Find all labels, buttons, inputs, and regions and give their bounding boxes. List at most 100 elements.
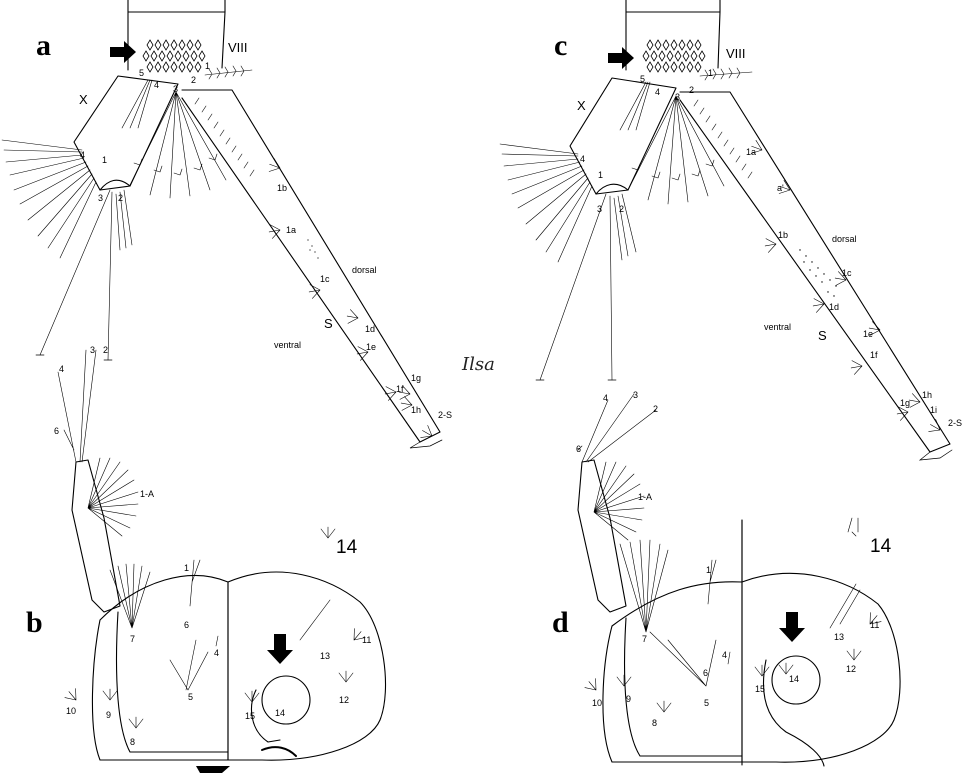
head-capsule-b	[91, 575, 229, 761]
label-d-1a: 1-A	[638, 492, 652, 502]
head-ventral-b	[227, 571, 387, 761]
panel-label-a: a	[36, 29, 51, 62]
label-a-x2: 2	[118, 193, 123, 203]
label-c-1b: 1b	[778, 230, 788, 240]
seta-1-plumose-c	[699, 67, 753, 81]
ventral-brush-c	[499, 143, 593, 263]
siphon-label-c: S	[818, 328, 827, 343]
label-b-h14-large: 14	[336, 537, 358, 558]
label-c-4: 4	[655, 87, 660, 97]
dorsal-label-c: dorsal	[832, 234, 857, 244]
label-a-1h: 1h	[411, 405, 421, 415]
label-c-1: 1	[708, 68, 713, 78]
label-b-h1: 1	[184, 563, 189, 573]
panel-label-b: b	[26, 606, 43, 639]
segment-viii-label-c: VIII	[726, 46, 746, 61]
caudal-setae-a	[39, 189, 133, 361]
seta-1a-fan-b	[87, 457, 139, 537]
head-ventral-d	[741, 572, 901, 763]
antenna-outline-b	[71, 459, 121, 613]
dorsal-label-a: dorsal	[352, 265, 377, 275]
pecten-spines-c	[693, 99, 753, 179]
label-a-x3: 3	[98, 193, 103, 203]
label-a-4: 4	[154, 80, 159, 90]
label-a-1c: 1c	[320, 274, 330, 284]
label-d-h14-large: 14	[870, 536, 892, 557]
label-d-h4: 4	[722, 650, 727, 660]
panel-d-drawing	[577, 393, 901, 767]
label-b-1a: 1-A	[140, 489, 154, 499]
label-b-h5: 5	[188, 692, 193, 702]
siphon-stipple-c	[799, 249, 837, 297]
arrow-head-b	[267, 634, 293, 664]
label-c-3: 3	[675, 92, 680, 102]
seta-3-dendritic-a	[129, 91, 227, 199]
label-d-3: 3	[633, 390, 638, 400]
label-a-1a: 1a	[286, 225, 296, 235]
panel-c-drawing	[499, 0, 953, 461]
label-c-1f: 1f	[870, 350, 878, 360]
label-c-1d: 1d	[829, 302, 839, 312]
ventral-label-a: ventral	[274, 340, 301, 350]
label-a-1b: 1b	[277, 183, 287, 193]
label-b-h14: 14	[275, 708, 285, 718]
caudal-setae-c	[539, 193, 637, 381]
label-d-4: 4	[603, 393, 608, 403]
label-a-2s: 2-S	[438, 410, 452, 420]
siphon-label-a: S	[324, 316, 333, 331]
label-a-5: 5	[139, 68, 144, 78]
label-b-3: 3	[90, 345, 95, 355]
label-c-1h: 1h	[922, 390, 932, 400]
label-b-4: 4	[59, 364, 64, 374]
label-d-h9: 9	[626, 694, 631, 704]
label-c-1g: 1g	[900, 398, 910, 408]
segment-x-outline-a	[73, 75, 179, 191]
head-capsule-d	[602, 519, 743, 763]
arrow-head-d	[779, 612, 805, 642]
panel-b-drawing	[57, 349, 387, 773]
label-d-h1: 1	[706, 565, 711, 575]
label-a-2: 2	[191, 75, 196, 85]
label-a-1f: 1f	[396, 384, 404, 394]
label-d-h15: 15	[755, 684, 765, 694]
label-a-1g: 1g	[411, 373, 421, 383]
comb-scales-a	[142, 39, 206, 73]
panel-label-d: d	[552, 606, 569, 639]
label-c-1a: 1a	[746, 147, 756, 157]
label-d-h7: 7	[642, 634, 647, 644]
label-c-1e: 1e	[863, 329, 873, 339]
label-c-x4: 4	[580, 154, 585, 164]
seta-7-fan-d	[619, 539, 669, 633]
segment-x-outline-c	[569, 77, 677, 195]
antenna-outline-d	[577, 459, 627, 613]
label-b-h11: 11	[362, 635, 371, 645]
arrow-comb-c	[608, 47, 634, 69]
arrow-comb-a	[110, 41, 136, 63]
seta-1a-fan-d	[593, 461, 645, 541]
label-d-h14: 14	[789, 674, 799, 684]
label-d-h8: 8	[652, 718, 657, 728]
label-d-h13: 13	[834, 632, 844, 642]
ventral-label-c: ventral	[764, 322, 791, 332]
label-b-h4: 4	[214, 648, 219, 658]
label-d-h5: 5	[704, 698, 709, 708]
label-d-h11: 11	[870, 620, 879, 630]
segment-viii-label-a: VIII	[228, 40, 248, 55]
seta-3-dendritic-c	[627, 95, 725, 205]
label-d-2: 2	[653, 404, 658, 414]
label-c-2: 2	[689, 85, 694, 95]
label-a-x1: 1	[102, 155, 107, 165]
panel-a-drawing	[1, 0, 443, 449]
label-c-1i: 1i	[930, 405, 937, 415]
segment-x-label-c: X	[577, 98, 586, 113]
label-b-h6: 6	[184, 620, 189, 630]
label-b-h12: 12	[339, 695, 349, 705]
panel-label-c: c	[554, 29, 567, 62]
label-a-1: 1	[205, 61, 210, 71]
label-b-h10: 10	[66, 706, 76, 716]
siphon-outline-a	[181, 89, 441, 443]
label-c-5: 5	[640, 74, 645, 84]
label-b-h8: 8	[130, 737, 135, 747]
label-d-6: 6	[576, 444, 581, 454]
